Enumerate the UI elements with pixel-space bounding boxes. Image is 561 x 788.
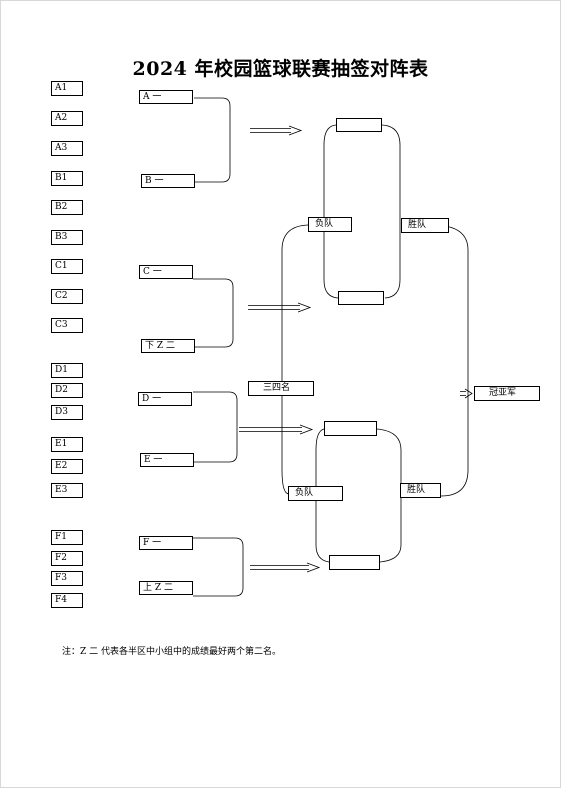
- team-box-c1: C1: [51, 259, 83, 274]
- footnote: 注：Z 二 代表各半区中小组中的成绩最好两个第二名。: [62, 647, 281, 657]
- slot-a1st: A 一: [139, 90, 193, 104]
- team-box-d2: D2: [51, 383, 83, 398]
- team-box-c2: C2: [51, 289, 83, 304]
- team-box-b3: B3: [51, 230, 83, 245]
- slot-b1st: B 一: [141, 174, 195, 188]
- team-box-d3: D3: [51, 405, 83, 420]
- loser-label-top: 负队: [308, 217, 352, 232]
- slot-c1st: C 一: [139, 265, 193, 279]
- loser-label-bottom: 负队: [288, 486, 343, 501]
- semi-top-winner-box: [336, 118, 382, 132]
- slot-e1st: E 一: [140, 453, 194, 467]
- team-box-a2: A2: [51, 111, 83, 126]
- team-box-e1: E1: [51, 437, 83, 452]
- team-box-b1: B1: [51, 171, 83, 186]
- page-title: 2024 年校园篮球联赛抽签对阵表: [132, 58, 429, 80]
- team-box-f3: F3: [51, 571, 83, 586]
- team-box-b2: B2: [51, 200, 83, 215]
- slot-lower-z2: 下 Z 二: [141, 339, 195, 353]
- team-box-e2: E2: [51, 459, 83, 474]
- semi-top-bottom-box: [338, 291, 384, 305]
- team-box-a1: A1: [51, 81, 83, 96]
- team-box-f2: F2: [51, 551, 83, 566]
- third-fourth-label: 三四名: [248, 381, 314, 396]
- slot-f1st: F 一: [139, 536, 193, 550]
- slot-upper-z2: 上 Z 二: [139, 581, 193, 595]
- team-box-c3: C3: [51, 318, 83, 333]
- champion-label: 冠亚军: [474, 386, 540, 401]
- team-box-f1: F1: [51, 530, 83, 545]
- team-box-d1: D1: [51, 363, 83, 378]
- team-box-a3: A3: [51, 141, 83, 156]
- winner-label-top: 胜队: [401, 218, 449, 233]
- team-box-e3: E3: [51, 483, 83, 498]
- team-box-f4: F4: [51, 593, 83, 608]
- winner-label-bottom: 胜队: [400, 483, 441, 498]
- semi-bottom-bottom-box: [329, 555, 380, 570]
- slot-d1st: D 一: [138, 392, 192, 406]
- semi-bottom-top-box: [324, 421, 377, 436]
